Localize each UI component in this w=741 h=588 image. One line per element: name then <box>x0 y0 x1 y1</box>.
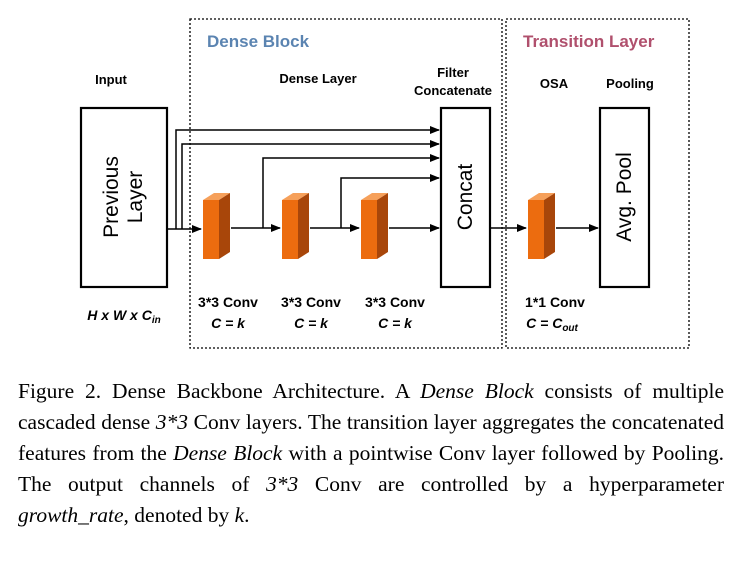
osa-label: OSA <box>540 76 569 91</box>
avg-pool-box <box>598 106 651 289</box>
conv-3-channels: C = k <box>378 315 413 331</box>
caption-italic-k: k <box>234 503 245 527</box>
previous-layer-box <box>79 106 169 289</box>
input-label: Input <box>95 72 127 87</box>
caption-text-7: . <box>244 503 250 527</box>
caption-text-6: , denoted by <box>123 503 235 527</box>
caption-text-5: Conv are controlled by a hyperparameter <box>298 472 724 496</box>
pooling-label: Pooling <box>606 76 654 91</box>
caption-text-2: consists of multiple cascaded dense <box>18 379 724 434</box>
concat-box <box>439 106 492 289</box>
conv-3-name: 3*3 Conv <box>365 294 425 310</box>
caption-text-3: Conv layers. The transition layer aggreg… <box>18 410 724 465</box>
transition-layer-title: Transition Layer <box>523 32 655 51</box>
caption-italic-kernel: 3*3 <box>155 410 189 434</box>
filter-concat-label-line2: Concatenate <box>414 83 492 98</box>
previous-layer-line2: Layer <box>124 171 147 224</box>
previous-layer-line1: Previous <box>100 156 123 238</box>
caption-italic-dense-block-2: Dense Block <box>173 441 283 465</box>
caption-italic-kernel-2: 3*3 <box>266 472 299 496</box>
conv-2-name: 3*3 Conv <box>281 294 341 310</box>
conv-1-name: 3*3 Conv <box>198 294 258 310</box>
osa-conv-name: 1*1 Conv <box>525 294 585 310</box>
caption-italic-growth-rate: growth_rate <box>18 503 124 527</box>
caption-text-1: Dense Backbone Architecture. A <box>101 379 421 403</box>
conv-block-3 <box>361 193 388 259</box>
conv-block-1 <box>203 193 230 259</box>
osa-conv-channels: C = Cout <box>526 315 578 334</box>
dense-block-title: Dense Block <box>207 32 310 51</box>
concat-label: Concat <box>454 164 477 231</box>
caption-text-4: with a pointwise Conv layer followed by … <box>18 441 724 496</box>
dense-layer-label: Dense Layer <box>279 71 356 86</box>
input-dimension-label: H x W x Cin <box>87 307 160 326</box>
filter-concat-label-line1: Filter <box>437 65 469 80</box>
conv-block-2 <box>282 193 309 259</box>
dense-block-region <box>189 18 503 349</box>
caption-figure-label: Figure 2. <box>18 379 102 403</box>
osa-conv-block <box>528 193 555 259</box>
conv-2-channels: C = k <box>294 315 329 331</box>
architecture-diagram: Dense Block Transition Layer Input Dense… <box>79 18 690 349</box>
figure-caption: Figure 2. Dense Backbone Architecture. A… <box>18 376 724 531</box>
connection-arrows <box>167 126 599 233</box>
avg-pool-label: Avg. Pool <box>613 152 636 242</box>
conv-1-channels: C = k <box>211 315 246 331</box>
caption-italic-dense-block: Dense Block <box>420 379 534 403</box>
